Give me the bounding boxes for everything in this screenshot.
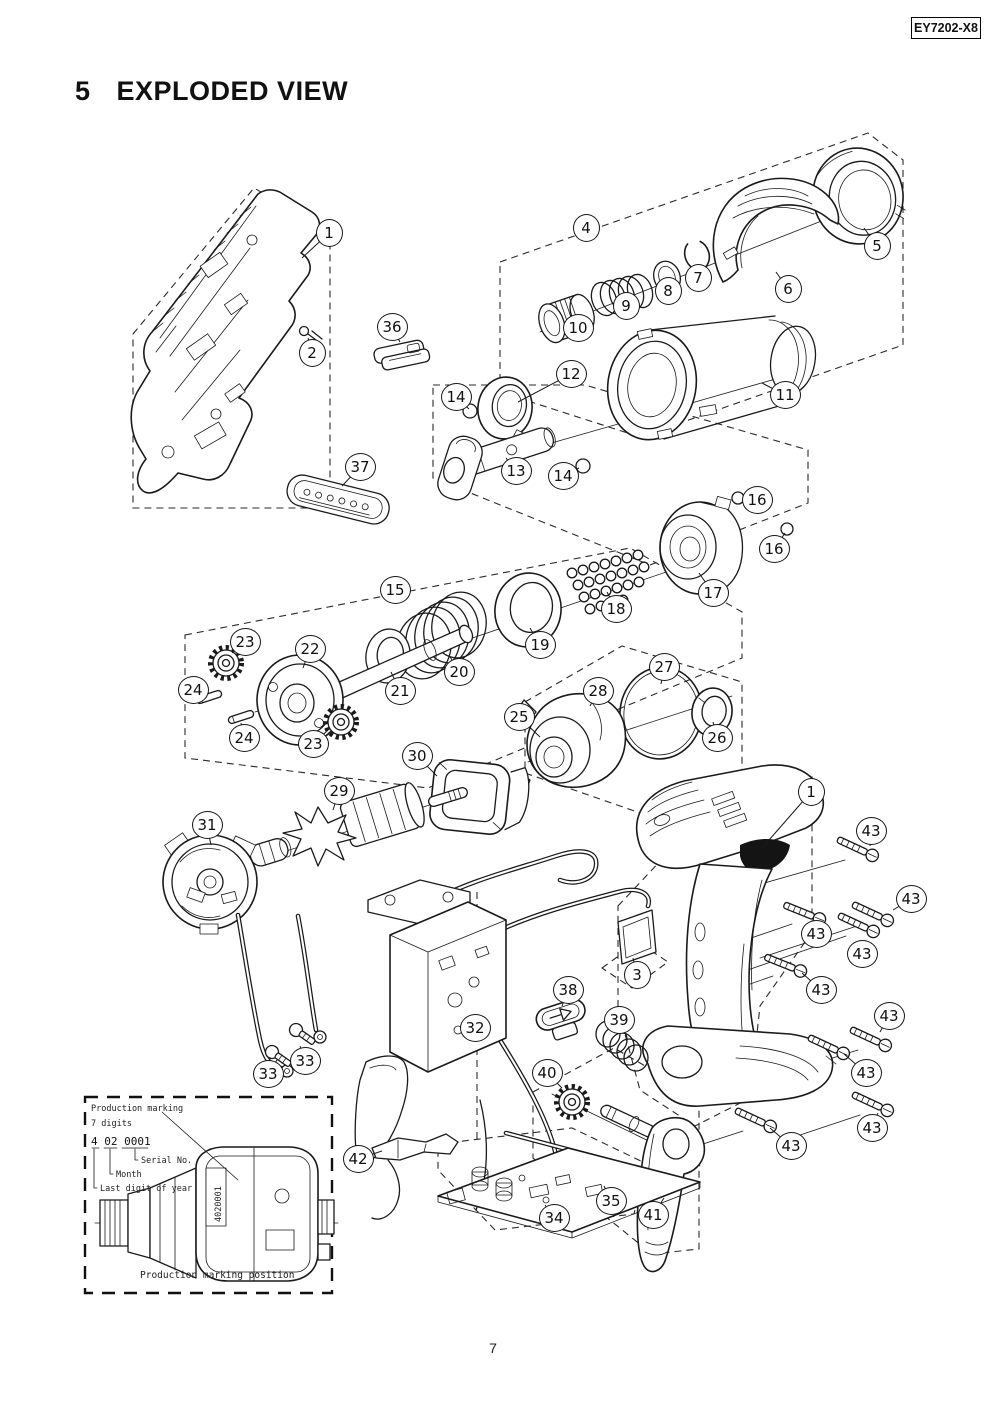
anvil-drawing	[437, 427, 556, 501]
inset-example-code: 4 02 0001	[91, 1135, 151, 1148]
steel-ball-14a-drawing	[462, 403, 478, 419]
clip-part-drawing	[298, 325, 323, 344]
control-panel-drawing	[286, 474, 390, 525]
threaded-bushing-drawing	[538, 293, 595, 344]
rotor-29-drawing	[249, 782, 468, 867]
fr-button-38-drawing	[535, 998, 586, 1041]
steel-ball-16b-drawing	[780, 522, 794, 536]
end-plate-31-drawing	[162, 832, 258, 935]
inset-legend-year: Last digit of year	[100, 1184, 192, 1194]
switch-button-drawing	[373, 339, 431, 371]
nameplate-drawing	[617, 909, 657, 965]
inset-stamped-code: 4020001	[214, 1186, 224, 1222]
inset-title: Production marking	[91, 1104, 183, 1114]
spindle-22-drawing	[256, 624, 474, 746]
steel-ball-16a-drawing	[731, 491, 745, 505]
motor-lead-wires-drawing	[235, 912, 327, 1078]
inset-legend-serial: Serial No.	[141, 1156, 192, 1166]
cup-30-drawing	[429, 758, 530, 835]
model-number-box: EY7202-X8	[911, 17, 981, 39]
switch-assembly-drawing	[354, 849, 652, 1220]
left-housing-half-drawing	[130, 189, 321, 494]
section-title-text: EXPLODED VIEW	[116, 76, 349, 106]
hammer-case-drawing	[606, 315, 817, 441]
planet-gear-23a-drawing	[211, 648, 242, 679]
gear-40-drawing	[557, 1087, 588, 1118]
pcb-34-drawing	[437, 1147, 701, 1239]
spring-9-drawing	[590, 273, 654, 317]
ring-26-drawing	[691, 687, 733, 737]
nose-parts-group-drawing	[538, 147, 906, 344]
inset-caption: Production marking position	[140, 1270, 294, 1281]
ball-set-18-drawing	[566, 549, 650, 615]
washer-19-drawing	[494, 572, 562, 648]
gear-housing-17-drawing	[659, 495, 744, 595]
inset-legend-month: Month	[116, 1170, 142, 1180]
bracket-42-drawing	[371, 1133, 459, 1161]
inset-digits-note: 7 digits	[91, 1119, 132, 1129]
page-number: 7	[489, 1340, 497, 1356]
steel-ball-14b-drawing	[575, 458, 591, 474]
inset-legend-lines	[91, 1111, 239, 1189]
pin-24b-drawing	[226, 709, 256, 725]
pin-24a-drawing	[194, 689, 224, 705]
page-title: 5 EXPLODED VIEW	[75, 76, 348, 107]
section-number: 5	[75, 76, 91, 106]
production-marking-inset: 4020001 Production marking 7 digits 4 02…	[83, 1095, 339, 1295]
model-number: EY7202-X8	[914, 21, 978, 35]
inset-tool-side-view: 4020001	[94, 1146, 339, 1282]
right-housing-drawing	[635, 764, 837, 1107]
